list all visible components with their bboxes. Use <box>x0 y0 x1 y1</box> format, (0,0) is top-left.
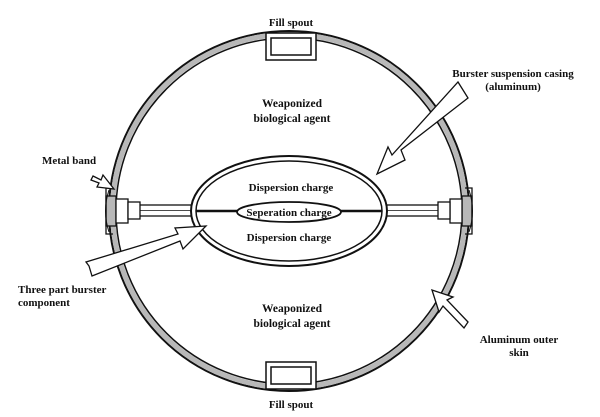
fill-spout-bottom-label: Fill spout <box>269 399 314 411</box>
separation-charge <box>236 201 342 223</box>
agent-bottom-label-line2: biological agent <box>254 318 331 330</box>
metal-band-arrow <box>90 173 116 190</box>
left-mount <box>105 187 141 235</box>
casing-label-line2: (aluminum) <box>485 81 541 93</box>
agent-top-label-line2: biological agent <box>254 113 331 125</box>
casing-arrow <box>375 80 469 176</box>
burster-arrow <box>84 225 208 277</box>
separation-label: Seperation charge <box>246 207 331 219</box>
casing-label-line1: Burster suspension casing <box>452 68 574 80</box>
skin-label-line1: Aluminum outer <box>480 334 559 346</box>
dispersion-bottom-label: Dispersion charge <box>247 232 332 244</box>
fill-spout-bottom <box>265 361 317 390</box>
burster-label-line1: Three part burster <box>18 284 107 296</box>
agent-top-label-line1: Weaponized <box>262 98 323 110</box>
fill-spout-top-label: Fill spout <box>269 17 314 29</box>
metal-band-label: Metal band <box>42 155 96 167</box>
agent-bottom-label-line1: Weaponized <box>262 303 323 315</box>
dispersion-top-label: Dispersion charge <box>249 182 334 194</box>
burster-label-line2: component <box>18 297 70 309</box>
skin-label-line2: skin <box>509 347 529 359</box>
skin-arrow <box>430 288 469 330</box>
right-mount <box>437 187 473 235</box>
fill-spout-top <box>265 32 317 61</box>
